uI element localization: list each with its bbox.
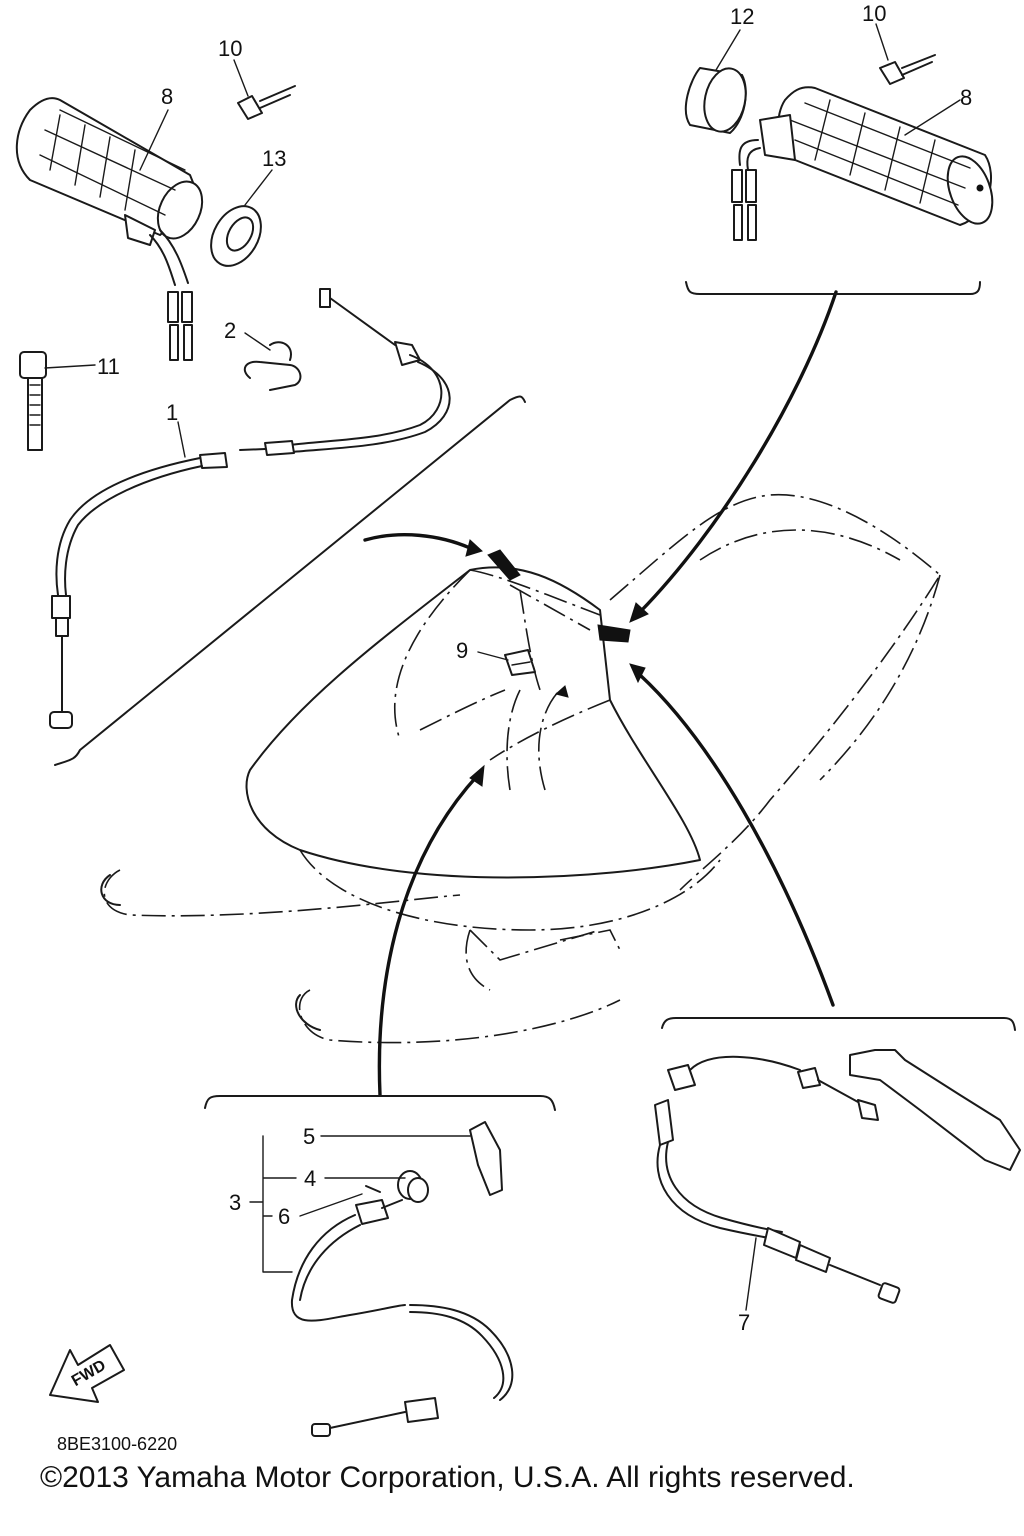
pointer-arrows bbox=[363, 290, 838, 1097]
snowmobile-outline bbox=[100, 493, 942, 1044]
brake-lever bbox=[849, 1049, 1021, 1171]
callout-10-left: 10 bbox=[218, 36, 242, 61]
callout-4: 4 bbox=[304, 1166, 316, 1191]
callout-5: 5 bbox=[303, 1124, 315, 1149]
callout-6: 6 bbox=[278, 1204, 290, 1229]
callout-8-right: 8 bbox=[960, 85, 972, 110]
part-5-bracket bbox=[469, 1121, 503, 1196]
diagram-code: 8BE3100-6220 bbox=[57, 1434, 177, 1454]
part-10-screw-right bbox=[879, 54, 936, 85]
part-6-pin bbox=[365, 1185, 381, 1193]
handlebar-grip-left-mark bbox=[487, 549, 521, 581]
part-9-shape bbox=[504, 649, 536, 676]
callout-3: 3 bbox=[229, 1190, 241, 1215]
callout-numbers: 8 10 13 2 11 1 12 10 8 9 5 4 3 6 7 bbox=[97, 1, 972, 1335]
part-2-clip bbox=[243, 341, 302, 391]
bottom-group-bracket bbox=[204, 1095, 556, 1111]
part-8-grip-left bbox=[15, 97, 204, 361]
part-11-cable-tie bbox=[19, 351, 47, 451]
part-3-choke-cable bbox=[290, 1199, 514, 1437]
callout-1: 1 bbox=[166, 400, 178, 425]
right-group-bracket bbox=[661, 1017, 1016, 1031]
callout-10-right: 10 bbox=[862, 1, 886, 26]
top-right-group-bracket bbox=[685, 281, 981, 295]
copyright-text: ©2013 Yamaha Motor Corporation, U.S.A. A… bbox=[40, 1461, 855, 1494]
part-1-throttle-cable bbox=[49, 288, 451, 729]
fwd-arrow-icon: FWD bbox=[49, 1344, 125, 1403]
callout-8-left: 8 bbox=[161, 84, 173, 109]
callout-2: 2 bbox=[224, 318, 236, 343]
part-8-grip-right bbox=[731, 86, 994, 241]
handlebar-grip-right-mark bbox=[597, 624, 631, 643]
part-7-brake-cable bbox=[654, 1055, 901, 1304]
callout-13: 13 bbox=[262, 146, 286, 171]
callout-9: 9 bbox=[456, 638, 468, 663]
callout-11: 11 bbox=[97, 354, 120, 379]
part-12-cap bbox=[684, 67, 747, 134]
leader-lines bbox=[44, 23, 961, 1311]
left-group-bracket bbox=[54, 395, 526, 766]
part-10-screw-left bbox=[237, 85, 296, 120]
part-13-washer bbox=[210, 205, 262, 267]
callout-12: 12 bbox=[730, 4, 754, 29]
callout-7: 7 bbox=[738, 1310, 750, 1335]
part-4-nut bbox=[397, 1170, 429, 1203]
